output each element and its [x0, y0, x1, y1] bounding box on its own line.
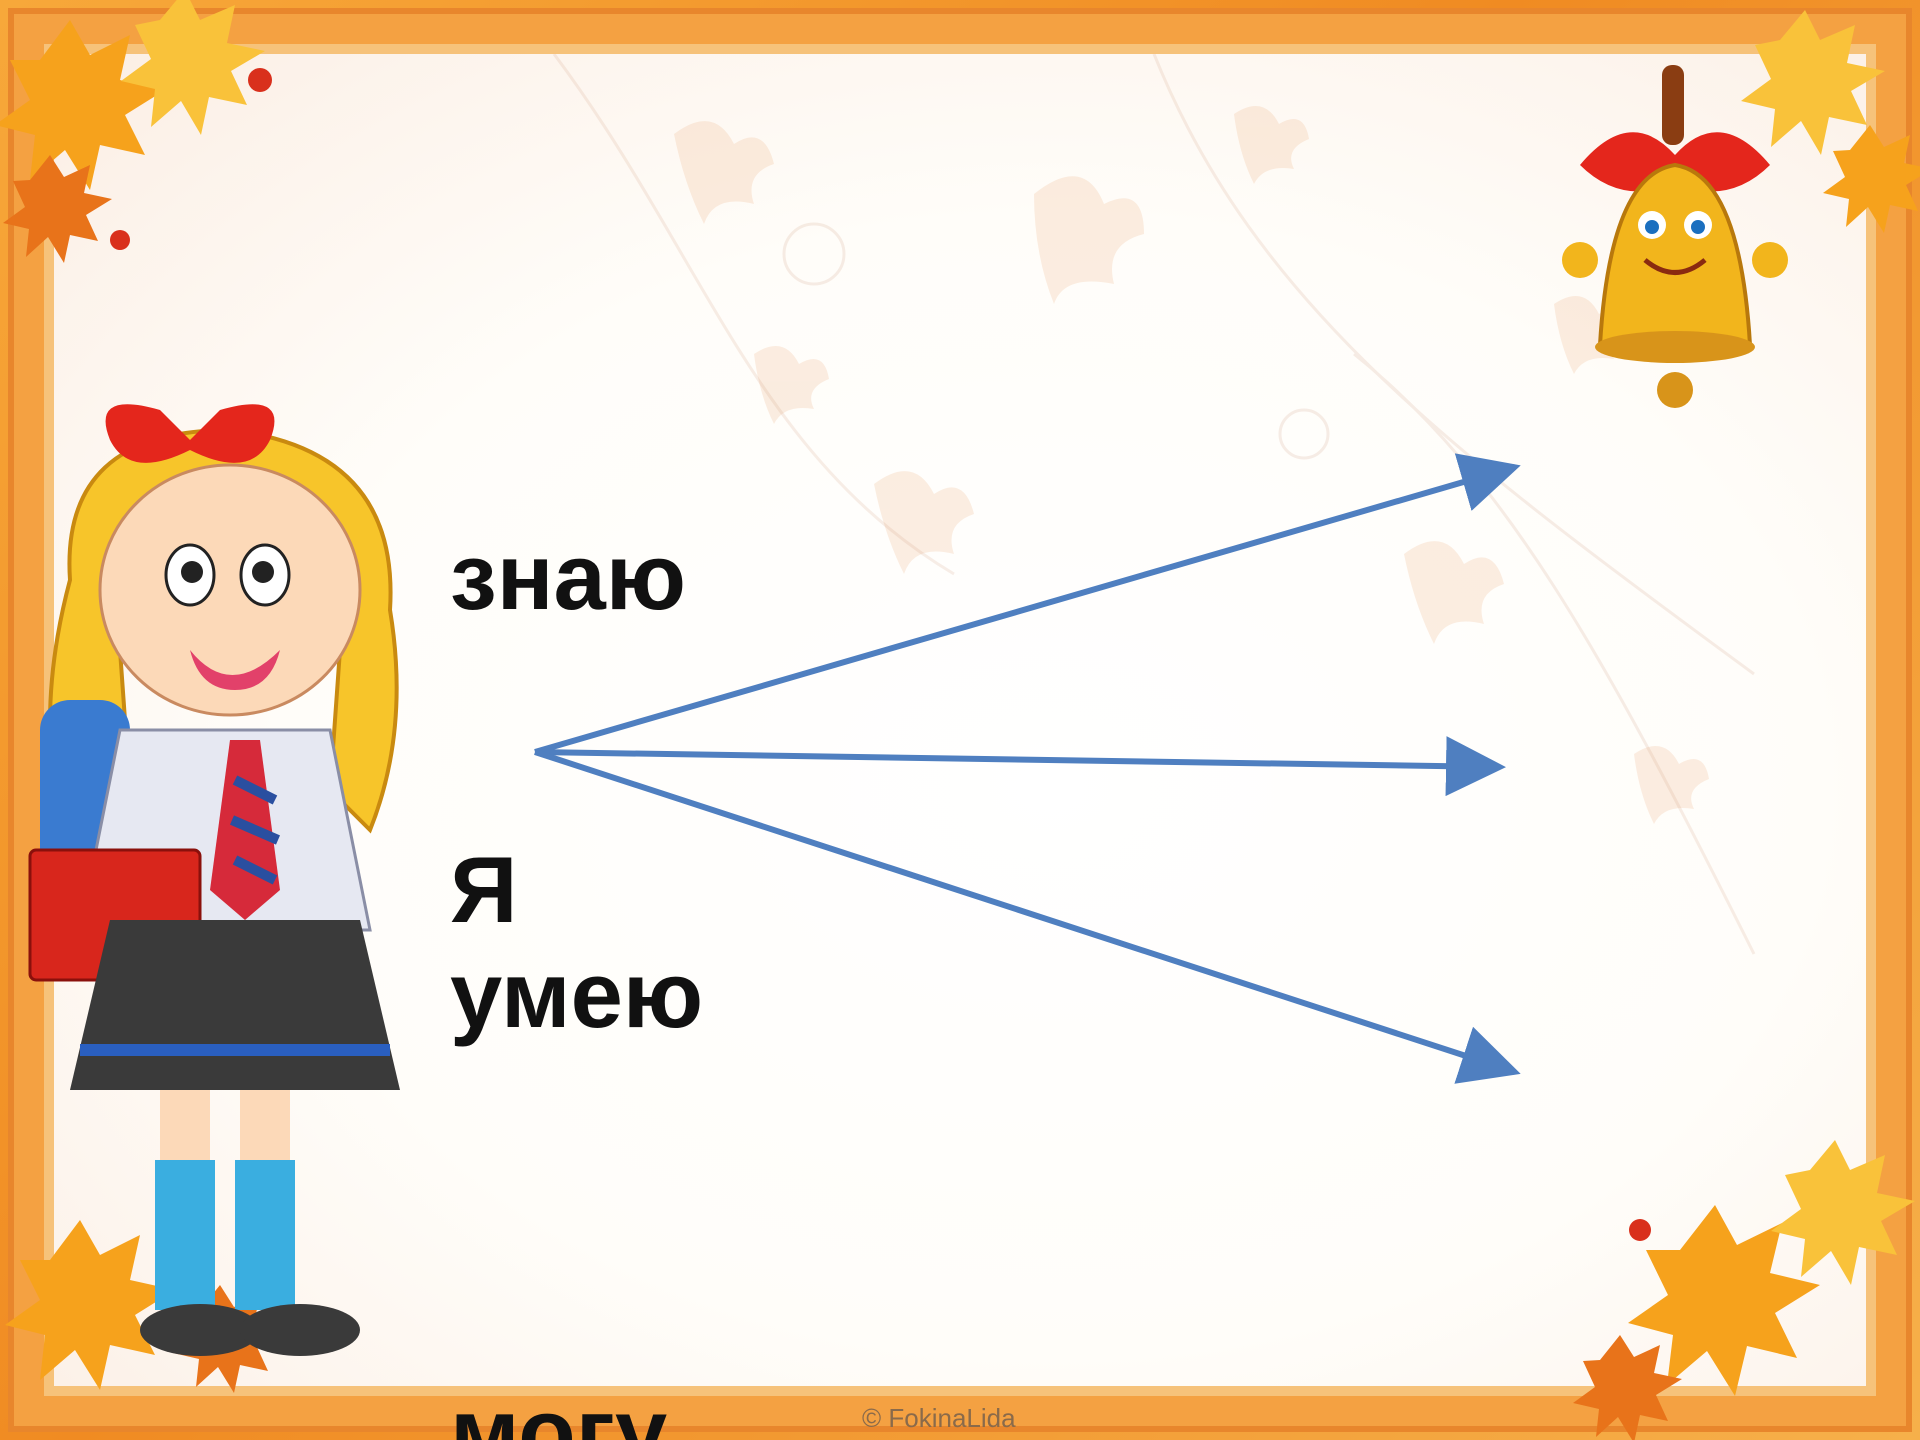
schoolgirl-illustration-icon [28, 404, 400, 1356]
school-bell-icon [1562, 65, 1788, 408]
arrow-top [534, 453, 1521, 755]
maple-leaves-bottom-right-icon [1573, 1140, 1915, 1440]
maple-leaves-top-left-icon [0, 0, 272, 263]
arrow-bottom [534, 749, 1521, 1084]
copyright-text: © FokinaLida [862, 1403, 1016, 1433]
word-mogu: могу [450, 1379, 668, 1440]
word-znayu: знаю [450, 524, 687, 629]
word-umeyu: умею [450, 942, 704, 1047]
arrow-middle [534, 736, 1506, 797]
background-leaf-pattern [552, 54, 1756, 955]
maple-leaves-top-right-icon [1741, 10, 1920, 233]
word-ya: Я [450, 837, 518, 942]
